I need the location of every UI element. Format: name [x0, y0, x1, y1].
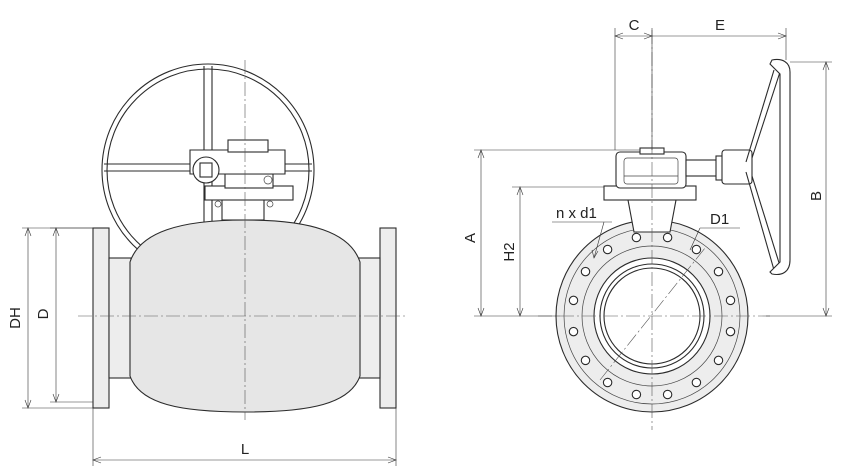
- bolt-hole: [631, 232, 642, 243]
- bolt-hole: [631, 389, 642, 400]
- side-handwheel: [721, 58, 791, 276]
- bolt-hole: [568, 326, 579, 337]
- label-e: E: [715, 17, 725, 34]
- label-dh: DH: [7, 307, 24, 329]
- bolt-hole: [662, 389, 673, 400]
- label-c: C: [629, 17, 640, 34]
- label-d1: D1: [710, 211, 729, 228]
- bolt-hole: [713, 355, 724, 366]
- dimension-l: L: [92, 408, 397, 466]
- bolt-hole: [580, 355, 591, 366]
- label-l: L: [241, 441, 249, 458]
- callout-d1: D1: [689, 211, 740, 251]
- bolt-hole: [568, 295, 579, 306]
- bolt-hole: [602, 244, 613, 255]
- front-gearbox: [189, 139, 294, 221]
- bolt-hole: [725, 295, 736, 306]
- side-view: C E A H2: [462, 17, 832, 430]
- label-n-x-d1: n x d1: [556, 205, 597, 222]
- label-d: D: [35, 308, 52, 319]
- callout-n-x-d1: n x d1: [552, 205, 612, 259]
- front-left-neck: [108, 257, 132, 379]
- dimension-dh: DH: [7, 227, 93, 409]
- bolt-hole: [713, 266, 724, 277]
- bolt-hole: [580, 266, 591, 277]
- dimension-c: C: [614, 17, 653, 150]
- bolt-hole: [602, 377, 613, 388]
- bolt-hole: [725, 326, 736, 337]
- label-h2: H2: [501, 242, 518, 261]
- front-view: DH D L: [7, 60, 408, 466]
- dimension-a: A: [462, 149, 640, 317]
- dimension-h2: H2: [501, 186, 604, 317]
- dimension-e: E: [652, 17, 787, 60]
- front-right-neck: [357, 257, 381, 379]
- bolt-hole: [691, 244, 702, 255]
- front-left-flange: [92, 227, 110, 409]
- bolt-hole: [691, 377, 702, 388]
- side-bolt-holes: [568, 232, 736, 400]
- side-gearbox: [615, 147, 731, 189]
- bolt-hole: [662, 232, 673, 243]
- dimension-b: B: [766, 61, 832, 317]
- label-a: A: [462, 233, 479, 243]
- front-right-flange: [379, 227, 397, 409]
- label-b: B: [808, 191, 825, 201]
- dimension-d: D: [35, 227, 93, 403]
